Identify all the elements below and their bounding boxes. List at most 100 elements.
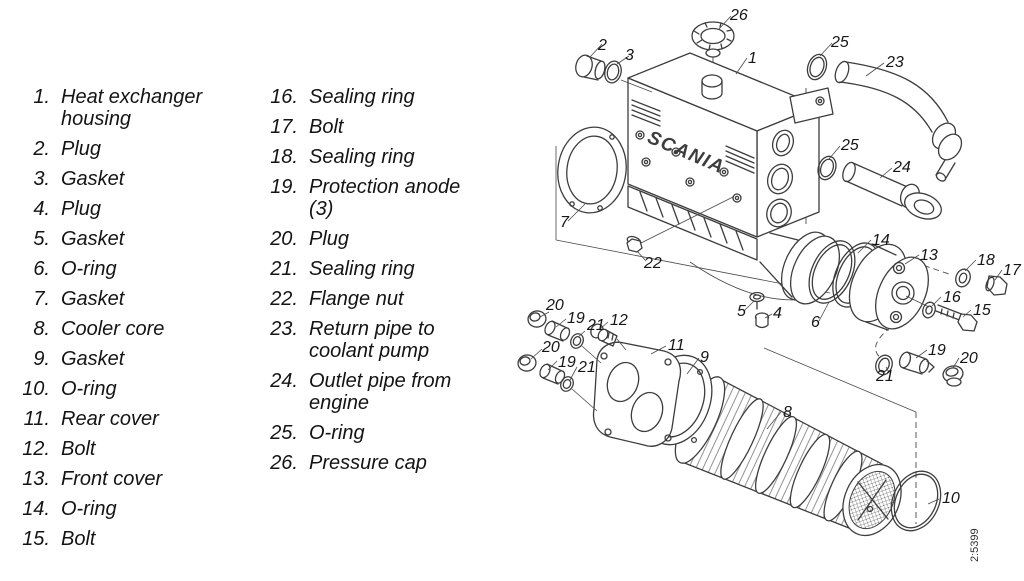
callout-21-lower-left: 21: [577, 359, 596, 376]
part-label: Flange nut: [309, 288, 404, 310]
heat-exchanger-housing: SCANIA: [627, 52, 841, 305]
parts-list-item: 18.Sealing ring: [258, 146, 471, 168]
part-label: Outlet pipe from engine: [309, 370, 452, 414]
callout-22: 22: [643, 255, 662, 272]
part-number: 24.: [270, 370, 298, 392]
parts-list-item: 24. Outlet pipe from engine: [258, 370, 471, 414]
plug-20-lower-left: [517, 354, 537, 372]
sealing-ring-18: [955, 268, 971, 288]
sealing-ring-21-lower-left: [560, 376, 598, 412]
part-label: Plug: [61, 138, 102, 160]
callout-20-lower-left: 20: [541, 339, 560, 356]
callout-18: 18: [977, 252, 995, 269]
part-number: 23.: [270, 318, 298, 340]
part-number: 12.: [22, 438, 50, 460]
callout-12: 12: [610, 312, 628, 329]
part-label: Sealing ring: [309, 146, 415, 168]
part-number: 21.: [270, 258, 298, 280]
part-label: Plug: [61, 198, 102, 220]
plug-20-right: [942, 365, 964, 387]
plug-2: [575, 54, 606, 81]
part-number: 10.: [22, 378, 50, 400]
housing-ports: [766, 129, 795, 228]
o-ring-10: [890, 470, 942, 532]
parts-list-item: 26.Pressure cap: [258, 452, 471, 474]
pressure-cap: [691, 21, 735, 58]
part-label: Gasket: [61, 348, 125, 370]
protection-anode-19-upper-left: [544, 320, 571, 342]
callout-5: 5: [737, 303, 746, 320]
callout-20-upper-left: 20: [545, 297, 564, 314]
callout-9: 9: [700, 349, 709, 366]
gasket-6: [808, 240, 856, 304]
callout-14: 14: [872, 232, 890, 249]
protection-anode-19-right: [898, 351, 935, 375]
parts-list-item: 2.Plug: [10, 138, 223, 160]
parts-list-item: 10.O-ring: [10, 378, 223, 400]
callout-19-upper-left: 19: [567, 310, 585, 327]
callout-19-lower-left: 19: [558, 354, 576, 371]
part-label: Sealing ring: [309, 258, 415, 280]
parts-list-item: 6.O-ring: [10, 258, 223, 280]
parts-list-item: 5.Gasket: [10, 228, 223, 250]
callout-leader-lines: [530, 15, 1003, 505]
part-label: Gasket: [61, 228, 125, 250]
parts-list-item: 19.Protection anode (3): [258, 176, 471, 220]
part-label: O-ring: [61, 498, 117, 520]
part-number: 9.: [33, 348, 50, 370]
plug-20-upper-left: [527, 310, 547, 328]
callout-21-upper-left: 21: [586, 317, 605, 334]
part-number: 7.: [33, 288, 50, 310]
parts-list-column-2: 16.Sealing ring 17.Bolt 18.Sealing ring …: [258, 86, 471, 482]
parts-list-item: 23. Return pipe to coolant pump: [258, 318, 471, 362]
parts-list-item: 12. Bolt: [10, 438, 223, 460]
callout-25-lower: 25: [840, 137, 859, 154]
sealing-ring-21-right: [875, 354, 893, 376]
rear-cover: [592, 341, 682, 447]
drawing-number: 2:5399: [969, 528, 981, 562]
parts-list-item: 15.Bolt: [10, 528, 223, 550]
bolt-15: [935, 304, 978, 332]
front-cover: [848, 243, 929, 331]
part-label: Pressure cap: [309, 452, 427, 474]
part-number: 25.: [270, 422, 298, 444]
outlet-pipe-24: [842, 161, 942, 220]
part-number: 1.: [33, 86, 50, 108]
sealing-ring-16: [905, 295, 936, 319]
gasket-5: [749, 291, 765, 310]
part-number: 19.: [270, 176, 298, 198]
callout-3: 3: [625, 47, 634, 64]
callout-21-right: 21: [875, 368, 894, 385]
sealing-ring-21-upper-left: [570, 333, 602, 364]
part-label: Return pipe to coolant pump: [309, 318, 435, 362]
parts-list-item: 20.Plug: [258, 228, 471, 250]
part-number: 22.: [270, 288, 298, 310]
part-label: Heat exchanger housing: [61, 86, 203, 130]
parts-list-item: 14. O-ring: [10, 498, 223, 520]
pipe-bracket: [789, 87, 834, 124]
parts-list-item: 9. Gasket: [10, 348, 223, 370]
parts-list-column-1: 1. Heat exchanger housing 2.Plug 3. Gasket…: [10, 86, 223, 558]
o-ring-25-upper: [806, 53, 828, 81]
bolt-17: [985, 275, 1008, 296]
part-number: 13.: [22, 468, 50, 490]
parts-list-item: 1. Heat exchanger housing: [10, 86, 223, 130]
part-number: 20.: [270, 228, 298, 250]
part-number: 14.: [22, 498, 50, 520]
parts-list-item: 13.Front cover: [10, 468, 223, 490]
callout-13: 13: [920, 247, 938, 264]
parts-list-item: 25.O-ring: [258, 422, 471, 444]
part-number: 3.: [33, 168, 50, 190]
part-label: Bolt: [61, 438, 96, 460]
gasket-3: [604, 60, 653, 93]
part-number: 15.: [22, 528, 50, 550]
part-number: 6.: [33, 258, 50, 280]
callout-1: 1: [748, 50, 757, 67]
callout-17: 17: [1003, 262, 1022, 279]
callout-6: 6: [811, 314, 820, 331]
part-number: 16.: [270, 86, 298, 108]
callout-25-upper: 25: [830, 34, 849, 51]
part-label: Gasket: [61, 288, 125, 310]
